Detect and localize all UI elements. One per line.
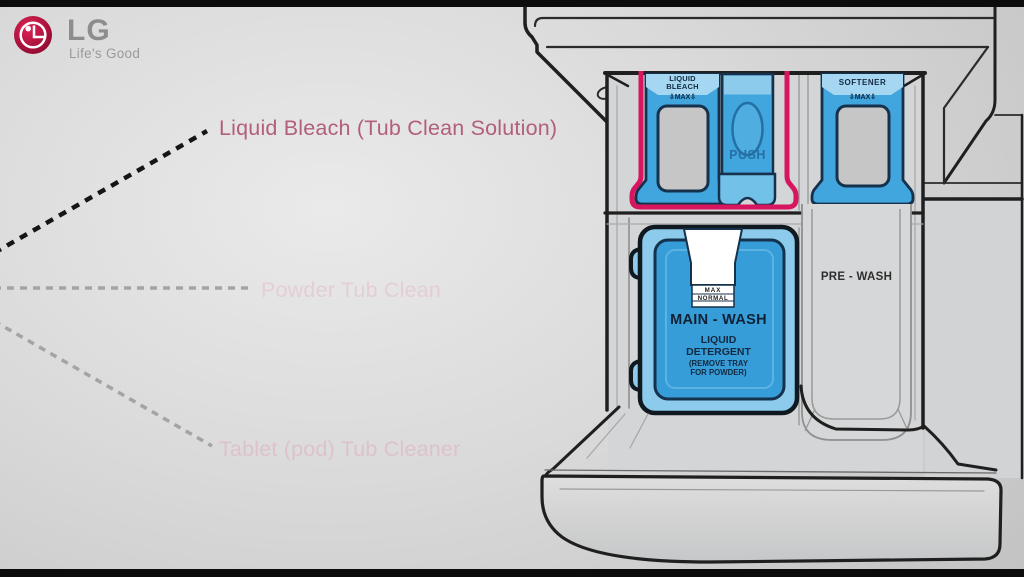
leader-line-bleach xyxy=(0,129,209,253)
lg-logo-icon xyxy=(14,16,52,54)
drawer-front-panel xyxy=(540,384,1003,564)
push-oval-icon xyxy=(731,101,764,157)
main-wash-subtitle: LIQUID DETERGENT xyxy=(641,334,796,358)
bleach-window xyxy=(656,104,710,193)
softener-compartment-label: SOFTENER xyxy=(838,78,887,87)
bleach-compartment-label: LIQUID BLEACH xyxy=(646,75,719,90)
softener-window xyxy=(835,104,891,188)
softener-max-marker: ⇩MAX⇩ xyxy=(848,93,877,101)
pre-wash-label: PRE - WASH xyxy=(820,271,893,283)
main-wash-title: MAIN - WASH xyxy=(670,312,767,328)
bleach-label-line2: BLEACH xyxy=(666,81,699,91)
detergent-funnel xyxy=(682,228,744,286)
bleach-label-line1: LIQUID xyxy=(669,74,696,83)
main-wash-note: (REMOVE TRAY FOR POWDER) xyxy=(641,359,796,377)
main-wash-note-line1: (REMOVE TRAY xyxy=(688,359,749,368)
callout-leader-lines xyxy=(0,129,248,448)
push-dispenser xyxy=(717,72,777,207)
callout-liquid-bleach: Liquid Bleach (Tub Clean Solution) xyxy=(219,116,558,140)
machine-body-outline xyxy=(523,0,1024,480)
highlight-outline xyxy=(629,71,799,210)
leader-line-tablet xyxy=(0,322,213,448)
letterbox-bottom xyxy=(0,569,1024,577)
softener-compartment xyxy=(810,72,915,206)
pre-wash-compartment xyxy=(801,204,912,441)
main-wash-sub-line2: DETERGENT xyxy=(686,345,751,358)
callout-powder-tub-clean: Powder Tub Clean xyxy=(261,278,442,302)
level-max-label: MAX xyxy=(704,286,722,294)
main-wash-compartment xyxy=(629,224,800,416)
lg-wordmark: LG xyxy=(67,14,111,47)
level-indicator xyxy=(691,284,735,308)
main-wash-sub-line1: LIQUID xyxy=(700,334,737,346)
bleach-max-marker: ⇩MAX⇩ xyxy=(668,93,697,101)
lg-tagline: Life's Good xyxy=(69,46,141,61)
level-normal-label: NORMAL xyxy=(697,294,729,302)
letterbox-top xyxy=(0,0,1024,7)
main-wash-note-line2: FOR POWDER) xyxy=(690,368,747,377)
callout-tablet-pod: Tablet (pod) Tub Cleaner xyxy=(219,437,461,461)
push-label: PUSH xyxy=(729,148,766,162)
